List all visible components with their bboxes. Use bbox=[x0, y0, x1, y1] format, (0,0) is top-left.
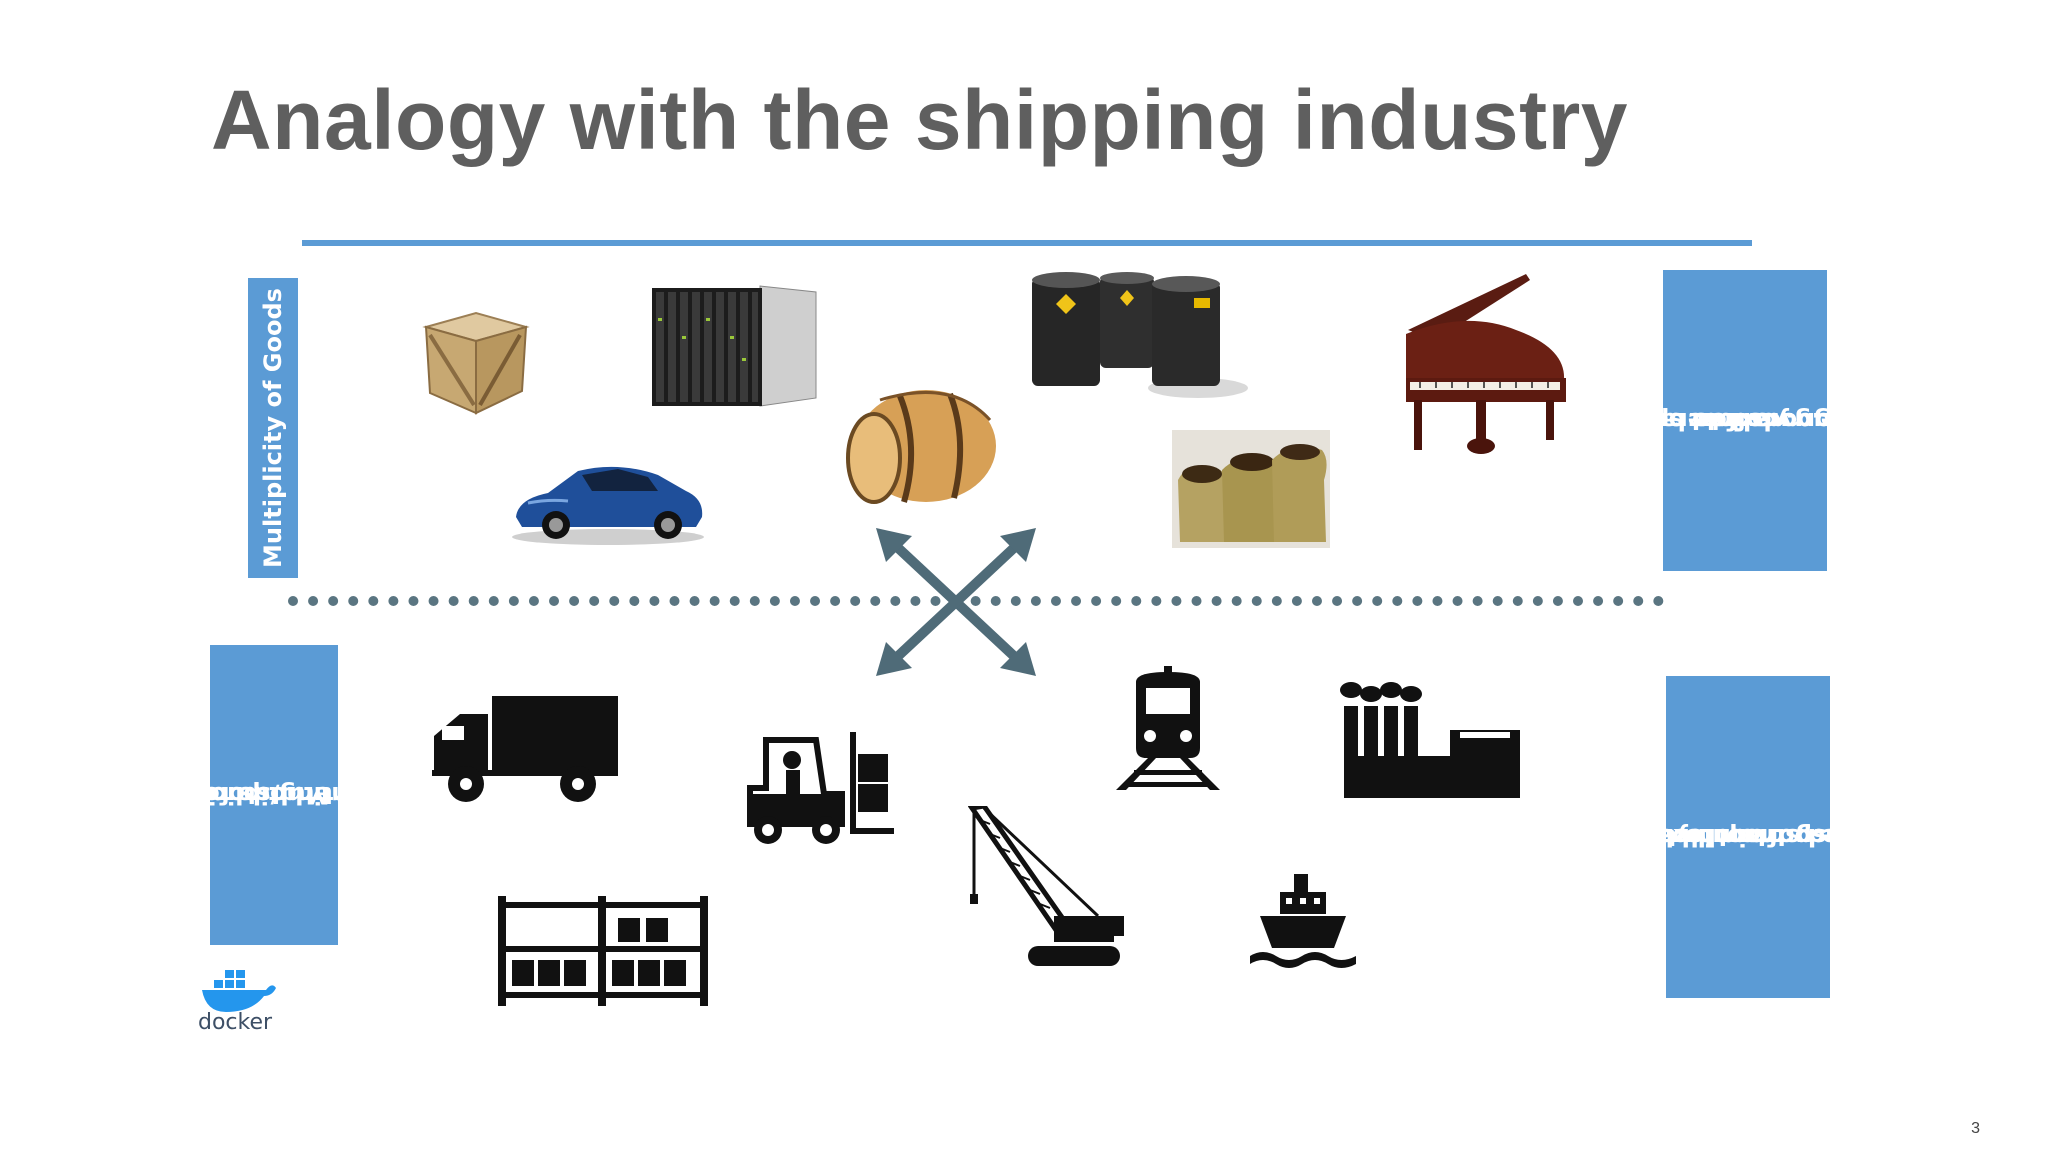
methods-line-3: transporting/storing bbox=[174, 781, 450, 809]
truck-icon bbox=[432, 696, 620, 804]
oil-drums-icon bbox=[1028, 270, 1250, 400]
docker-logo-text: docker bbox=[198, 1010, 273, 1035]
multiplicity-of-methods-text: Multiplicity of methods for transporting… bbox=[142, 657, 450, 933]
crate-icon bbox=[418, 305, 534, 417]
worry-about-goods-text: Do I worry about how goods interact (e.g… bbox=[1588, 290, 1916, 551]
transport-quickly-label: Can I transport quickly and smoothly (e.… bbox=[1595, 676, 1960, 998]
warehouse-icon bbox=[498, 896, 708, 1006]
page-number: 3 bbox=[1971, 1120, 1980, 1137]
transport-line-4: train to truck) bbox=[1595, 823, 1787, 851]
top-divider bbox=[302, 240, 1752, 246]
worry-about-goods-label: Do I worry about how goods interact (e.g… bbox=[1588, 270, 1916, 571]
multiplicity-of-methods-label: Multiplicity of methods for transporting… bbox=[142, 645, 450, 945]
transport-quickly-text: Can I transport quickly and smoothly (e.… bbox=[1595, 682, 1959, 991]
car-icon bbox=[508, 455, 708, 547]
ship-icon bbox=[1250, 874, 1356, 976]
factory-icon bbox=[1340, 676, 1520, 798]
slide-title: Analogy with the shipping industry bbox=[211, 73, 1628, 167]
docker-whale-icon bbox=[200, 966, 276, 1014]
multiplicity-of-goods-label: Multiplicity of Goods bbox=[248, 278, 298, 578]
dotted-divider bbox=[288, 596, 1664, 606]
worry-line-4: next to spices) bbox=[1587, 406, 1789, 435]
coffee-sacks-icon bbox=[1172, 430, 1330, 548]
server-rack-icon bbox=[650, 278, 818, 408]
cross-arrows-icon bbox=[876, 528, 1036, 676]
train-icon bbox=[1116, 666, 1220, 792]
piano-icon bbox=[1396, 270, 1572, 456]
multiplicity-of-goods-text: Multiplicity of Goods bbox=[259, 288, 288, 568]
barrel-icon bbox=[840, 380, 1000, 510]
forklift-icon bbox=[746, 732, 896, 846]
crane-icon bbox=[968, 806, 1124, 970]
